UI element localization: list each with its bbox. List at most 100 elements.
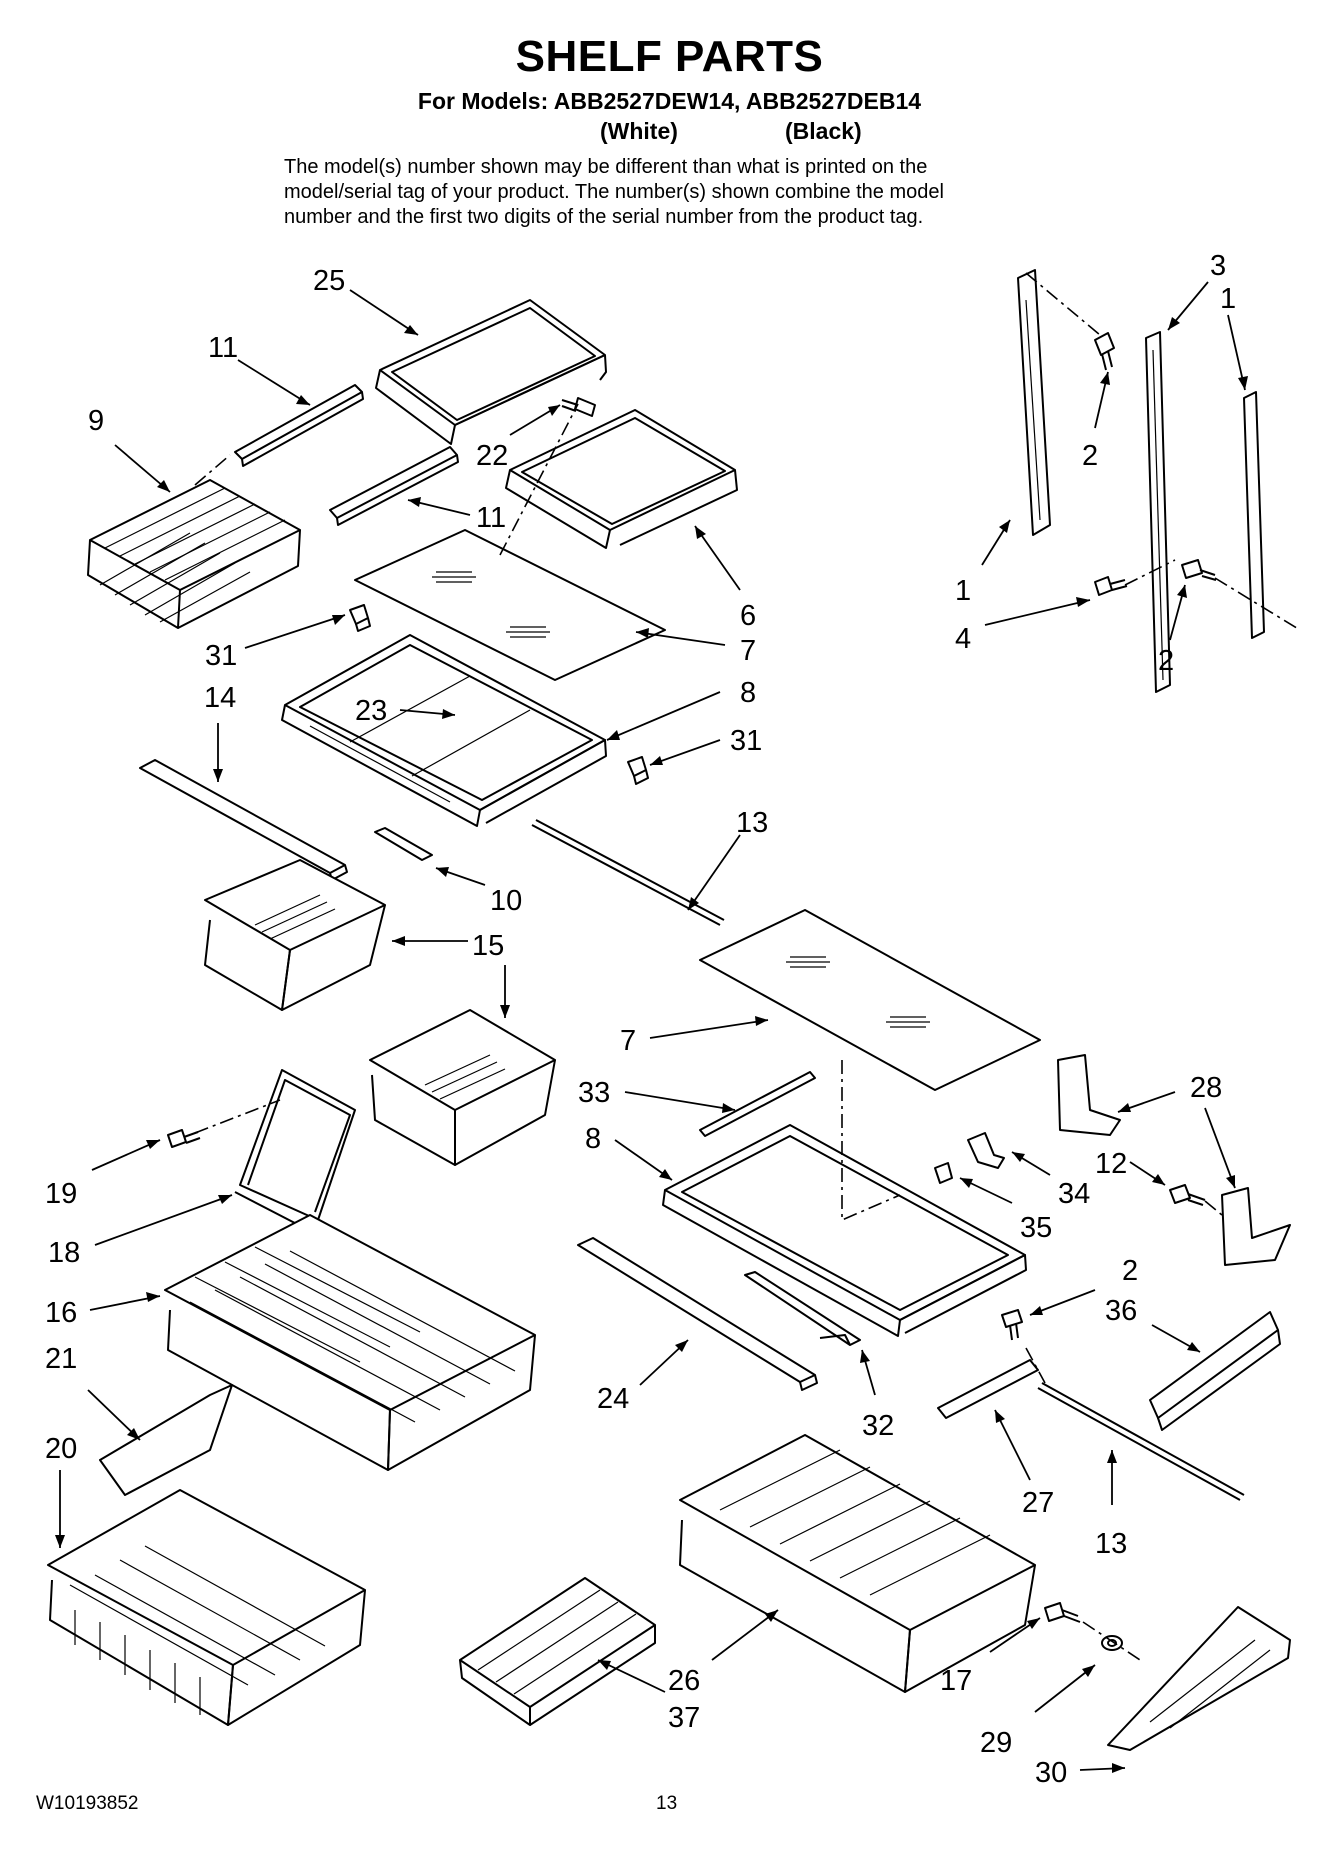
part-2-screw-upper: [1094, 332, 1115, 371]
callout-9: 9: [88, 405, 104, 437]
callout-3: 3: [1210, 250, 1226, 282]
callout-8: 8: [585, 1123, 601, 1155]
part-26-freezer-drawer: [679, 1434, 1036, 1693]
part-9-wire-basket: [87, 479, 301, 629]
part-13-rod-upper: [531, 819, 725, 926]
callout-27: 27: [1022, 1487, 1054, 1519]
part-3-rail-middle: [1145, 331, 1171, 693]
callout-11: 11: [208, 332, 238, 364]
variant-white: (White): [600, 118, 678, 144]
part-15-crisper-bin-left: [204, 859, 386, 1011]
callout-7: 7: [620, 1025, 636, 1057]
callout-16: 16: [45, 1297, 77, 1329]
callout-19: 19: [45, 1178, 77, 1210]
callout-36: 36: [1105, 1295, 1137, 1327]
part-7-glass-lower: [699, 909, 1041, 1091]
part-13-rod-lower: [1037, 1382, 1245, 1501]
part-6-shelf-frame: [505, 409, 738, 549]
callout-31: 31: [730, 725, 762, 757]
part-18-divider: [234, 1069, 356, 1236]
callout-1: 1: [955, 575, 971, 607]
part-15-crisper-bin-right: [369, 1009, 556, 1166]
assembly-lines: [194, 272, 1301, 1661]
part-2-screw-middle: [1001, 1309, 1023, 1341]
notice-line-2: model/serial tag of your product. The nu…: [284, 181, 944, 203]
part-4-screw: [1094, 576, 1128, 596]
callout-1: 1: [1220, 283, 1236, 315]
part-12-screw: [1169, 1184, 1206, 1206]
callout-24: 24: [597, 1383, 629, 1415]
part-33-rail: [699, 1071, 816, 1137]
callout-4: 4: [955, 623, 971, 655]
callout-35: 35: [1020, 1212, 1052, 1244]
part-36-trim-cap: [1149, 1311, 1281, 1431]
part-27-support: [937, 1359, 1039, 1419]
part-20-wire-basket: [47, 1489, 366, 1726]
callout-12: 12: [1095, 1148, 1127, 1180]
callout-29: 29: [980, 1727, 1012, 1759]
part-25-shelf-frame: [375, 299, 607, 445]
callout-30: 30: [1035, 1757, 1067, 1789]
part-14-trim: [139, 759, 348, 881]
part-28-bracket-upper: [1057, 1054, 1121, 1136]
callout-8: 8: [740, 677, 756, 709]
part-35-clip: [934, 1162, 953, 1184]
callout-15: 15: [472, 930, 504, 962]
page-title: SHELF PARTS: [515, 32, 824, 81]
variant-black: (Black): [785, 118, 862, 144]
callout-33: 33: [578, 1077, 610, 1109]
notice-line-1: The model(s) number shown may be differe…: [284, 156, 928, 178]
callout-18: 18: [48, 1237, 80, 1269]
part-8-shelf-tray-upper: [281, 634, 607, 827]
callout-17: 17: [940, 1665, 972, 1697]
part-1-rail-left: [1017, 269, 1051, 536]
callout-2: 2: [1122, 1255, 1138, 1287]
callout-20: 20: [45, 1433, 77, 1465]
part-37-ice-tray: [459, 1577, 656, 1726]
callout-28: 28: [1190, 1072, 1222, 1104]
models-subtitle: For Models: ABB2527DEW14, ABB2527DEB14: [417, 88, 922, 114]
part-17-screw: [1044, 1602, 1081, 1623]
callout-2: 2: [1082, 440, 1098, 472]
part-8-shelf-tray-lower: [662, 1124, 1027, 1337]
callout-37: 37: [668, 1702, 700, 1734]
part-21-divider: [99, 1384, 233, 1496]
callout-31: 31: [205, 640, 237, 672]
callout-numbers: 25 11 9 22 11 6 7 31 14 23 8 31 13 10 15…: [45, 250, 1236, 1789]
callout-26: 26: [668, 1665, 700, 1697]
callout-2: 2: [1158, 645, 1174, 677]
notice-line-3: number and the first two digits of the s…: [284, 206, 924, 228]
leader-lines: [55, 281, 1248, 1773]
part-2-screw-lower: [1181, 559, 1217, 581]
part-32-slide: [744, 1271, 861, 1346]
part-10-bracket: [374, 827, 433, 861]
part-29-washer: [1101, 1635, 1123, 1651]
part-34-clip: [967, 1132, 1005, 1169]
callout-25: 25: [313, 265, 345, 297]
part-31-clip-right: [627, 756, 649, 785]
callout-21: 21: [45, 1343, 77, 1375]
part-11-slide-lower: [329, 446, 459, 526]
part-7-glass-upper: [354, 529, 666, 681]
callout-23: 23: [355, 695, 387, 727]
model-number-notice: The model(s) number shown may be differe…: [284, 155, 1104, 230]
part-28-bracket-lower: [1221, 1187, 1291, 1266]
part-11-slide-upper: [234, 384, 364, 467]
part-31-clip-left: [349, 604, 371, 632]
part-16-wire-basket: [164, 1214, 536, 1471]
callout-32: 32: [862, 1410, 894, 1442]
part-30-shelf: [1107, 1606, 1291, 1751]
part-1-rail-right: [1243, 391, 1265, 639]
document-number: W10193852: [36, 1793, 139, 1814]
part-19-screw: [167, 1129, 201, 1148]
callout-13: 13: [736, 807, 768, 839]
callout-6: 6: [740, 600, 756, 632]
page-number: 13: [656, 1793, 678, 1814]
callout-10: 10: [490, 885, 522, 917]
callout-34: 34: [1058, 1178, 1090, 1210]
callout-11: 11: [476, 502, 506, 534]
callout-22: 22: [476, 440, 508, 472]
part-22-screw: [561, 397, 596, 417]
